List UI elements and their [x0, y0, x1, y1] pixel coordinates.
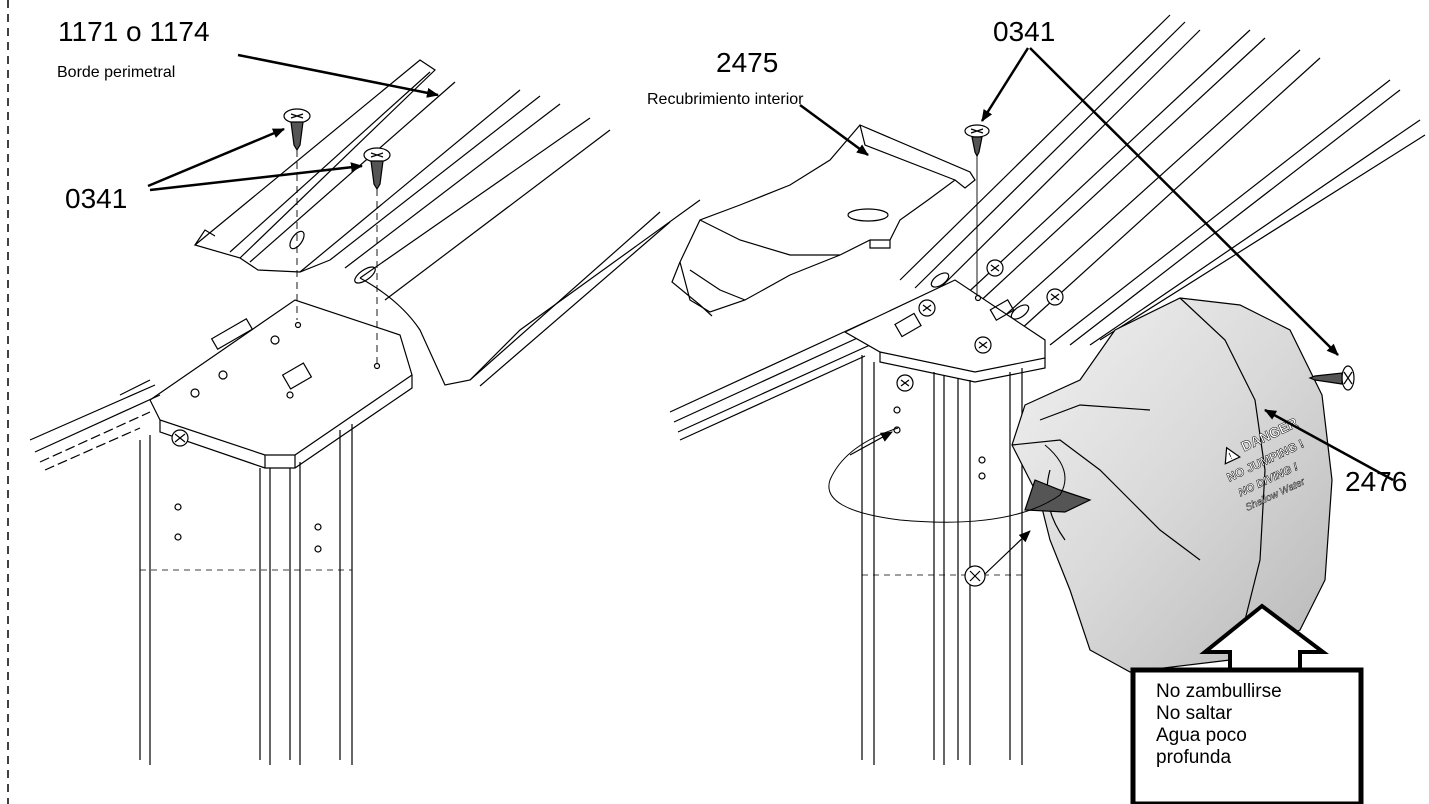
interior-cover-part	[671, 124, 976, 317]
left-bottom-rail	[29, 379, 161, 471]
warning-line-1: No zambullirse	[1156, 681, 1282, 702]
cap-clip	[1024, 479, 1092, 513]
warning-text: No zambullirse No saltar Agua poco profu…	[1156, 681, 1282, 769]
right-screw-top	[964, 124, 990, 296]
right-screw-side	[1308, 365, 1355, 391]
rotation-arc	[828, 427, 1066, 523]
left-perimeter-rail	[193, 59, 701, 387]
cover-part-name-label: Recubrimiento interior	[647, 91, 804, 108]
left-connector-plate	[149, 299, 413, 469]
left-screw-2	[363, 147, 391, 365]
left-leader-arrows	[147, 53, 439, 192]
left-upright	[139, 424, 353, 765]
right-connector-plate	[843, 279, 1046, 383]
left-assembly	[29, 59, 701, 765]
cover-part-number-label: 2475	[716, 47, 779, 78]
right-perimeter-rail	[899, 14, 1426, 346]
right-screw-bottom	[964, 565, 986, 587]
top-cap-part	[1011, 297, 1333, 673]
left-screw-label: 0341	[65, 183, 128, 214]
warning-callout-box	[1130, 667, 1364, 804]
warning-line-4: profunda	[1156, 747, 1232, 768]
left-part-name-label: Borde perimetral	[57, 64, 176, 81]
right-leader-arrows	[799, 47, 1394, 482]
detail-arrows	[849, 431, 1031, 575]
right-screw-label: 0341	[993, 16, 1056, 47]
cap-part-number-label: 2476	[1345, 466, 1408, 497]
warning-line-3: Agua poco	[1156, 725, 1247, 746]
warning-line-2: No saltar	[1156, 703, 1233, 724]
svg-text:!: !	[1227, 451, 1234, 461]
right-assembly: ! DANGER NO JUMPING ! NO DIVING ! Shallo…	[669, 14, 1426, 765]
left-screw-1	[283, 108, 311, 320]
right-bottom-rail	[669, 319, 876, 441]
right-upright	[861, 355, 1023, 765]
left-part-number-label: 1171 o 1174	[58, 16, 210, 47]
